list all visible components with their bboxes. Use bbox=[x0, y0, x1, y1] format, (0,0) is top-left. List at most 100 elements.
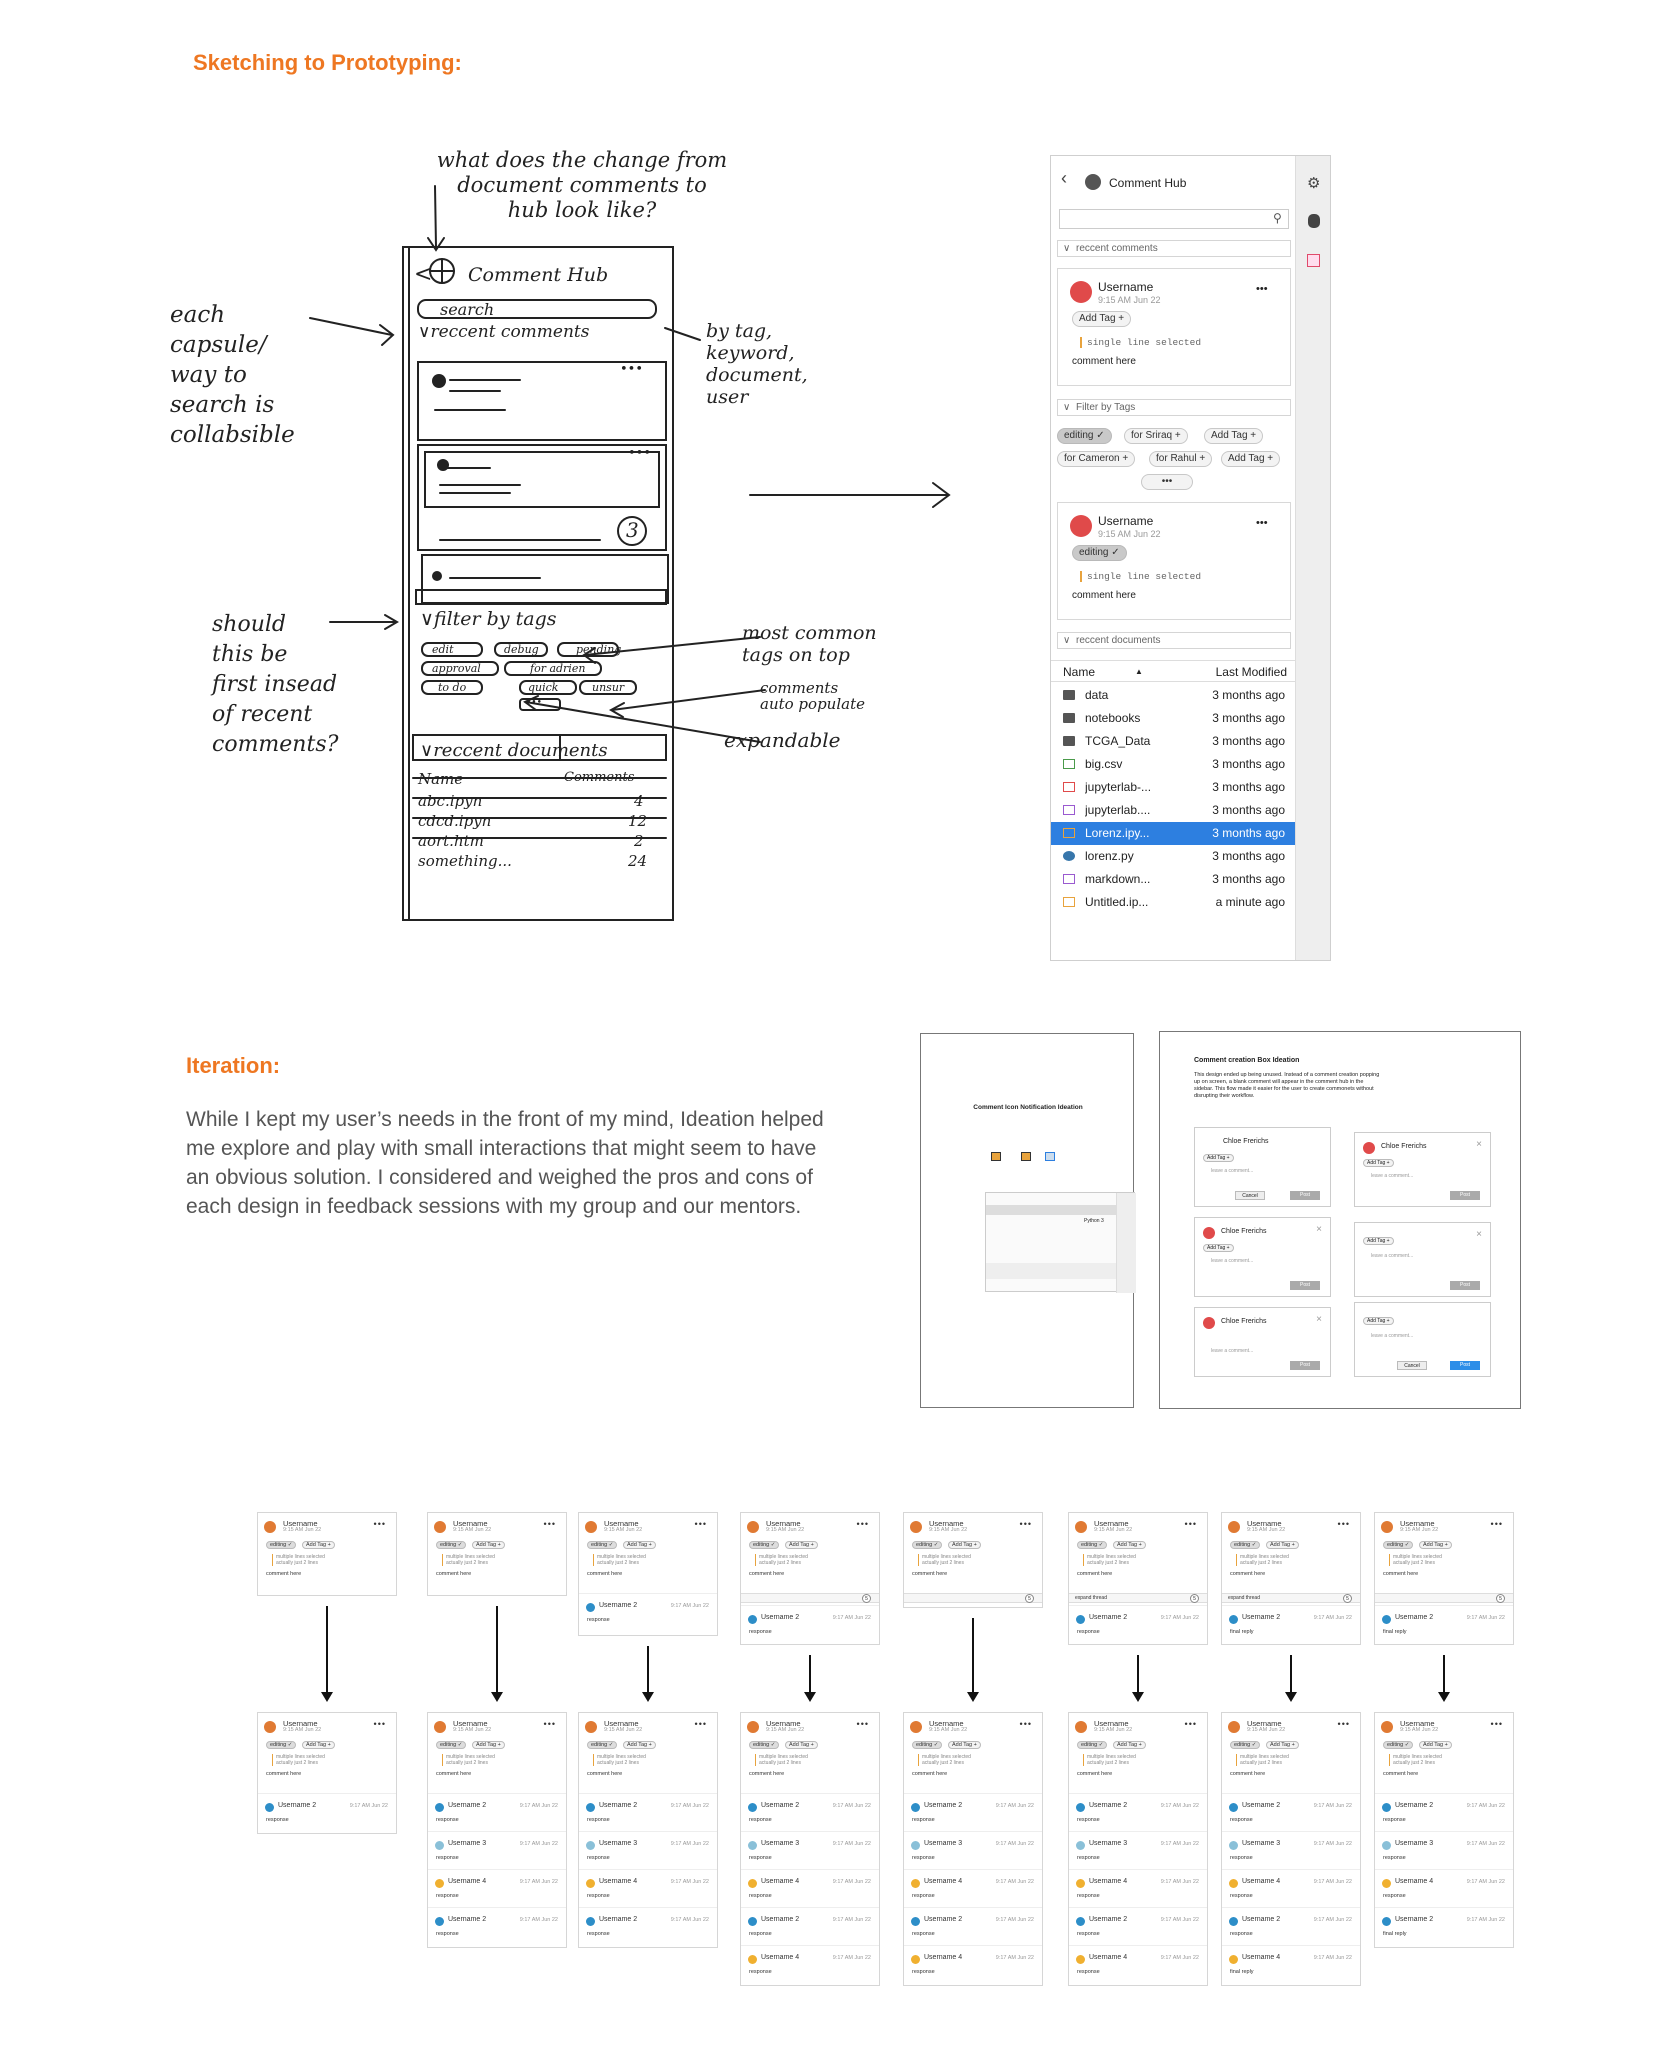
add-tag-button[interactable]: Add Tag + bbox=[1419, 1541, 1452, 1549]
editing-tag[interactable]: editing ✓ bbox=[587, 1741, 618, 1749]
editing-tag[interactable]: editing ✓ bbox=[1383, 1741, 1414, 1749]
editing-tag[interactable]: editing ✓ bbox=[266, 1741, 297, 1749]
editing-tag[interactable]: editing ✓ bbox=[1077, 1541, 1108, 1549]
post-button[interactable]: Post bbox=[1450, 1361, 1480, 1370]
search-input[interactable] bbox=[1059, 209, 1289, 229]
file-row[interactable]: jupyterlab....3 months ago bbox=[1051, 799, 1295, 822]
filter-tag[interactable]: Add Tag + bbox=[1221, 451, 1281, 467]
expand-thread-label[interactable]: expand thread bbox=[1075, 1595, 1107, 1601]
more-options-icon[interactable]: ••• bbox=[373, 1719, 386, 1729]
more-options-icon[interactable]: ••• bbox=[856, 1519, 869, 1529]
add-tag-button[interactable]: Add Tag + bbox=[1363, 1237, 1394, 1245]
comment-input[interactable]: leave a comment... bbox=[1211, 1168, 1254, 1174]
file-row[interactable]: Untitled.ip...a minute ago bbox=[1051, 891, 1295, 914]
more-options-icon[interactable]: ••• bbox=[1490, 1519, 1503, 1529]
creation-card[interactable]: ×Add Tag +leave a comment...Post bbox=[1354, 1222, 1491, 1297]
comment-input[interactable]: leave a comment... bbox=[1371, 1253, 1414, 1259]
creation-card[interactable]: Chloe Frerichs×leave a comment...Post bbox=[1194, 1307, 1331, 1377]
add-tag-button[interactable]: Add Tag + bbox=[1072, 311, 1132, 327]
add-tag-button[interactable]: Add Tag + bbox=[1113, 1741, 1146, 1749]
modified-column-header[interactable]: Last Modified bbox=[1215, 665, 1287, 679]
editing-tag[interactable]: editing ✓ bbox=[1230, 1541, 1261, 1549]
add-tag-button[interactable]: Add Tag + bbox=[785, 1541, 818, 1549]
more-options-icon[interactable]: ••• bbox=[373, 1519, 386, 1529]
more-options-icon[interactable]: ••• bbox=[694, 1519, 707, 1529]
comment-card[interactable]: Username 9:15 AM Jun 22 ••• Add Tag + si… bbox=[1057, 268, 1291, 386]
expand-thread-label[interactable]: expand thread bbox=[1228, 1595, 1260, 1601]
add-tag-button[interactable]: Add Tag + bbox=[472, 1541, 505, 1549]
post-button[interactable]: Post bbox=[1450, 1191, 1480, 1200]
file-row[interactable]: Lorenz.ipy...3 months ago bbox=[1051, 822, 1295, 845]
comment-input[interactable]: leave a comment... bbox=[1371, 1333, 1414, 1339]
editing-tag[interactable]: editing ✓ bbox=[1230, 1741, 1261, 1749]
file-row[interactable]: markdown...3 months ago bbox=[1051, 868, 1295, 891]
filter-tag[interactable]: for Rahul + bbox=[1149, 451, 1213, 467]
sort-ascending-icon[interactable]: ▲ bbox=[1135, 667, 1143, 676]
post-button[interactable]: Post bbox=[1290, 1361, 1320, 1370]
comment-card[interactable]: Username 9:15 AM Jun 22 ••• editing ✓ si… bbox=[1057, 502, 1291, 620]
add-tag-button[interactable]: Add Tag + bbox=[785, 1741, 818, 1749]
editing-tag[interactable]: editing ✓ bbox=[1383, 1541, 1414, 1549]
add-tag-button[interactable]: Add Tag + bbox=[1203, 1154, 1234, 1162]
search-icon[interactable]: ⚲ bbox=[1273, 211, 1282, 225]
thread-expander[interactable]: 5 bbox=[904, 1593, 1042, 1603]
more-options-icon[interactable]: ••• bbox=[1256, 283, 1268, 295]
filter-by-tags-header[interactable]: ∨Filter by Tags bbox=[1057, 399, 1291, 416]
add-tag-button[interactable]: Add Tag + bbox=[1203, 1244, 1234, 1252]
more-options-icon[interactable]: ••• bbox=[1184, 1519, 1197, 1529]
post-button[interactable]: Post bbox=[1450, 1281, 1480, 1290]
editing-tag[interactable]: editing ✓ bbox=[749, 1541, 780, 1549]
back-chevron-icon[interactable]: ‹ bbox=[1061, 168, 1067, 188]
add-tag-button[interactable]: Add Tag + bbox=[1363, 1317, 1394, 1325]
cancel-button[interactable]: Cancel bbox=[1235, 1191, 1265, 1200]
filter-tag[interactable]: for Sriraq + bbox=[1124, 428, 1188, 444]
more-options-icon[interactable]: ••• bbox=[856, 1719, 869, 1729]
thread-expander[interactable]: 5 bbox=[1375, 1593, 1513, 1603]
more-options-icon[interactable]: ••• bbox=[1256, 517, 1268, 529]
filter-tag[interactable]: editing ✓ bbox=[1057, 428, 1112, 444]
add-tag-button[interactable]: Add Tag + bbox=[1419, 1741, 1452, 1749]
add-tag-button[interactable]: Add Tag + bbox=[1266, 1541, 1299, 1549]
close-icon[interactable]: × bbox=[1476, 1139, 1482, 1150]
more-options-icon[interactable]: ••• bbox=[1019, 1519, 1032, 1529]
close-icon[interactable]: × bbox=[1316, 1314, 1322, 1325]
close-icon[interactable]: × bbox=[1316, 1224, 1322, 1235]
editing-tag[interactable]: editing ✓ bbox=[587, 1541, 618, 1549]
editing-tag[interactable]: editing ✓ bbox=[749, 1741, 780, 1749]
filter-tag[interactable]: Add Tag + bbox=[1204, 428, 1264, 444]
add-tag-button[interactable]: Add Tag + bbox=[1266, 1741, 1299, 1749]
